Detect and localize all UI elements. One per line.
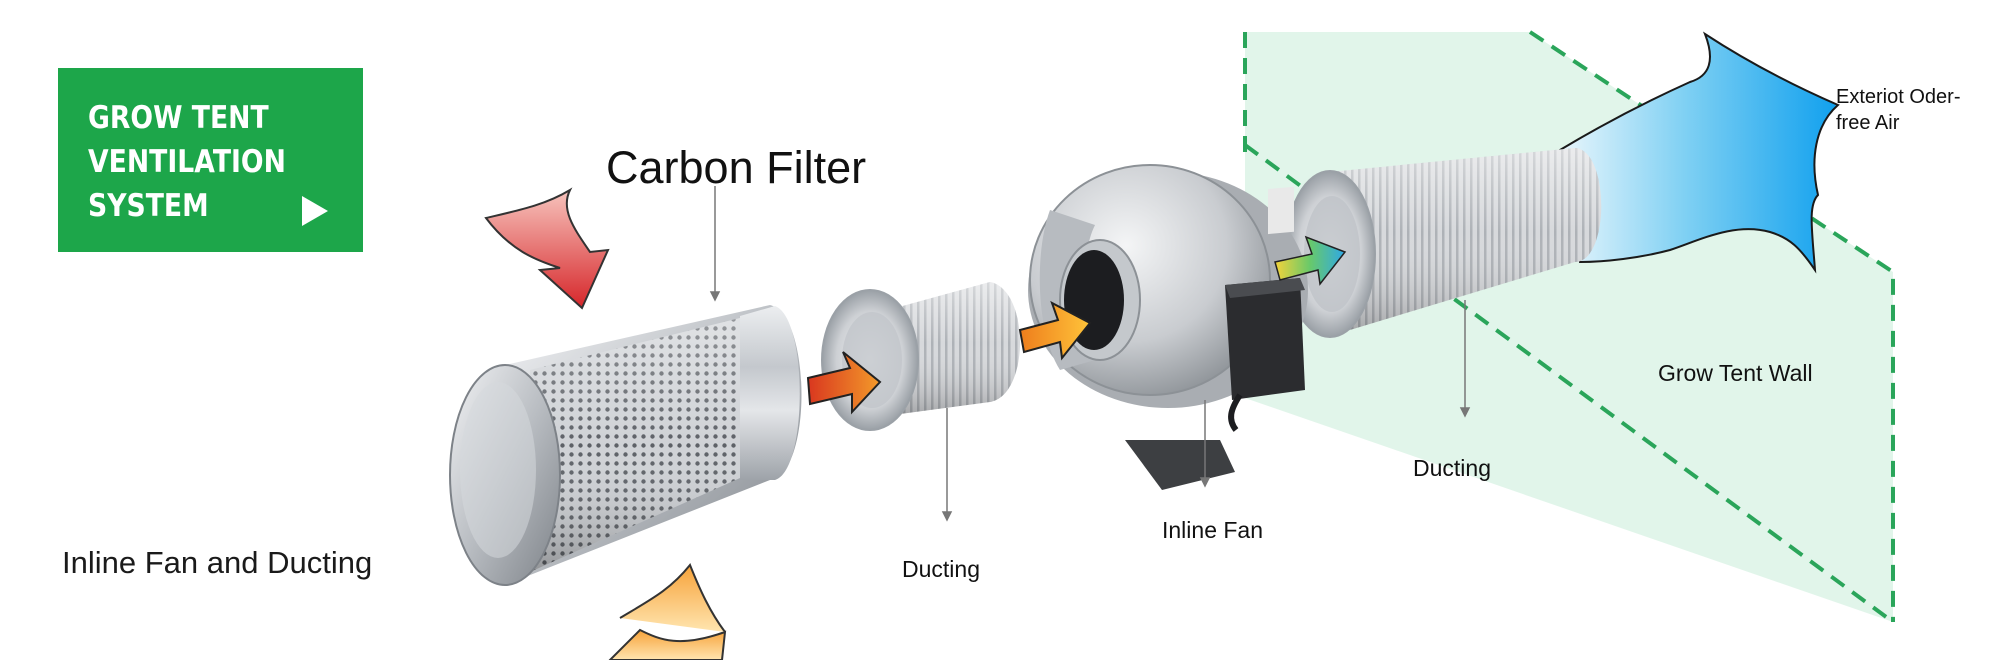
badge-line-3: SYSTEM [88,188,209,224]
play-triangle-icon [302,196,328,226]
grow-tent-wall-label: Grow Tent Wall [1658,360,1813,386]
carbon-filter [449,305,802,586]
exhaust-air-plume [1558,31,1840,274]
inline-fan-label: Inline Fan [1162,517,1264,543]
badge-line-1: GROW TENT [88,100,269,136]
ducting-right-label: Ducting [1413,455,1491,481]
leader-lines [709,186,1471,522]
badge-line-2: VENTILATION [88,144,286,180]
title-badge[interactable]: GROW TENT VENTILATION SYSTEM [58,68,363,252]
inline-fan-ducting-label: Inline Fan and Ducting [62,545,373,580]
intake-arrows [484,187,727,660]
airflow-arrows [806,235,1347,415]
ducting-left-label: Ducting [902,556,980,582]
carbon-filter-label: Carbon Filter [606,142,867,193]
exterior-air-label: Exteriot Oder-free Air [1836,86,1961,134]
